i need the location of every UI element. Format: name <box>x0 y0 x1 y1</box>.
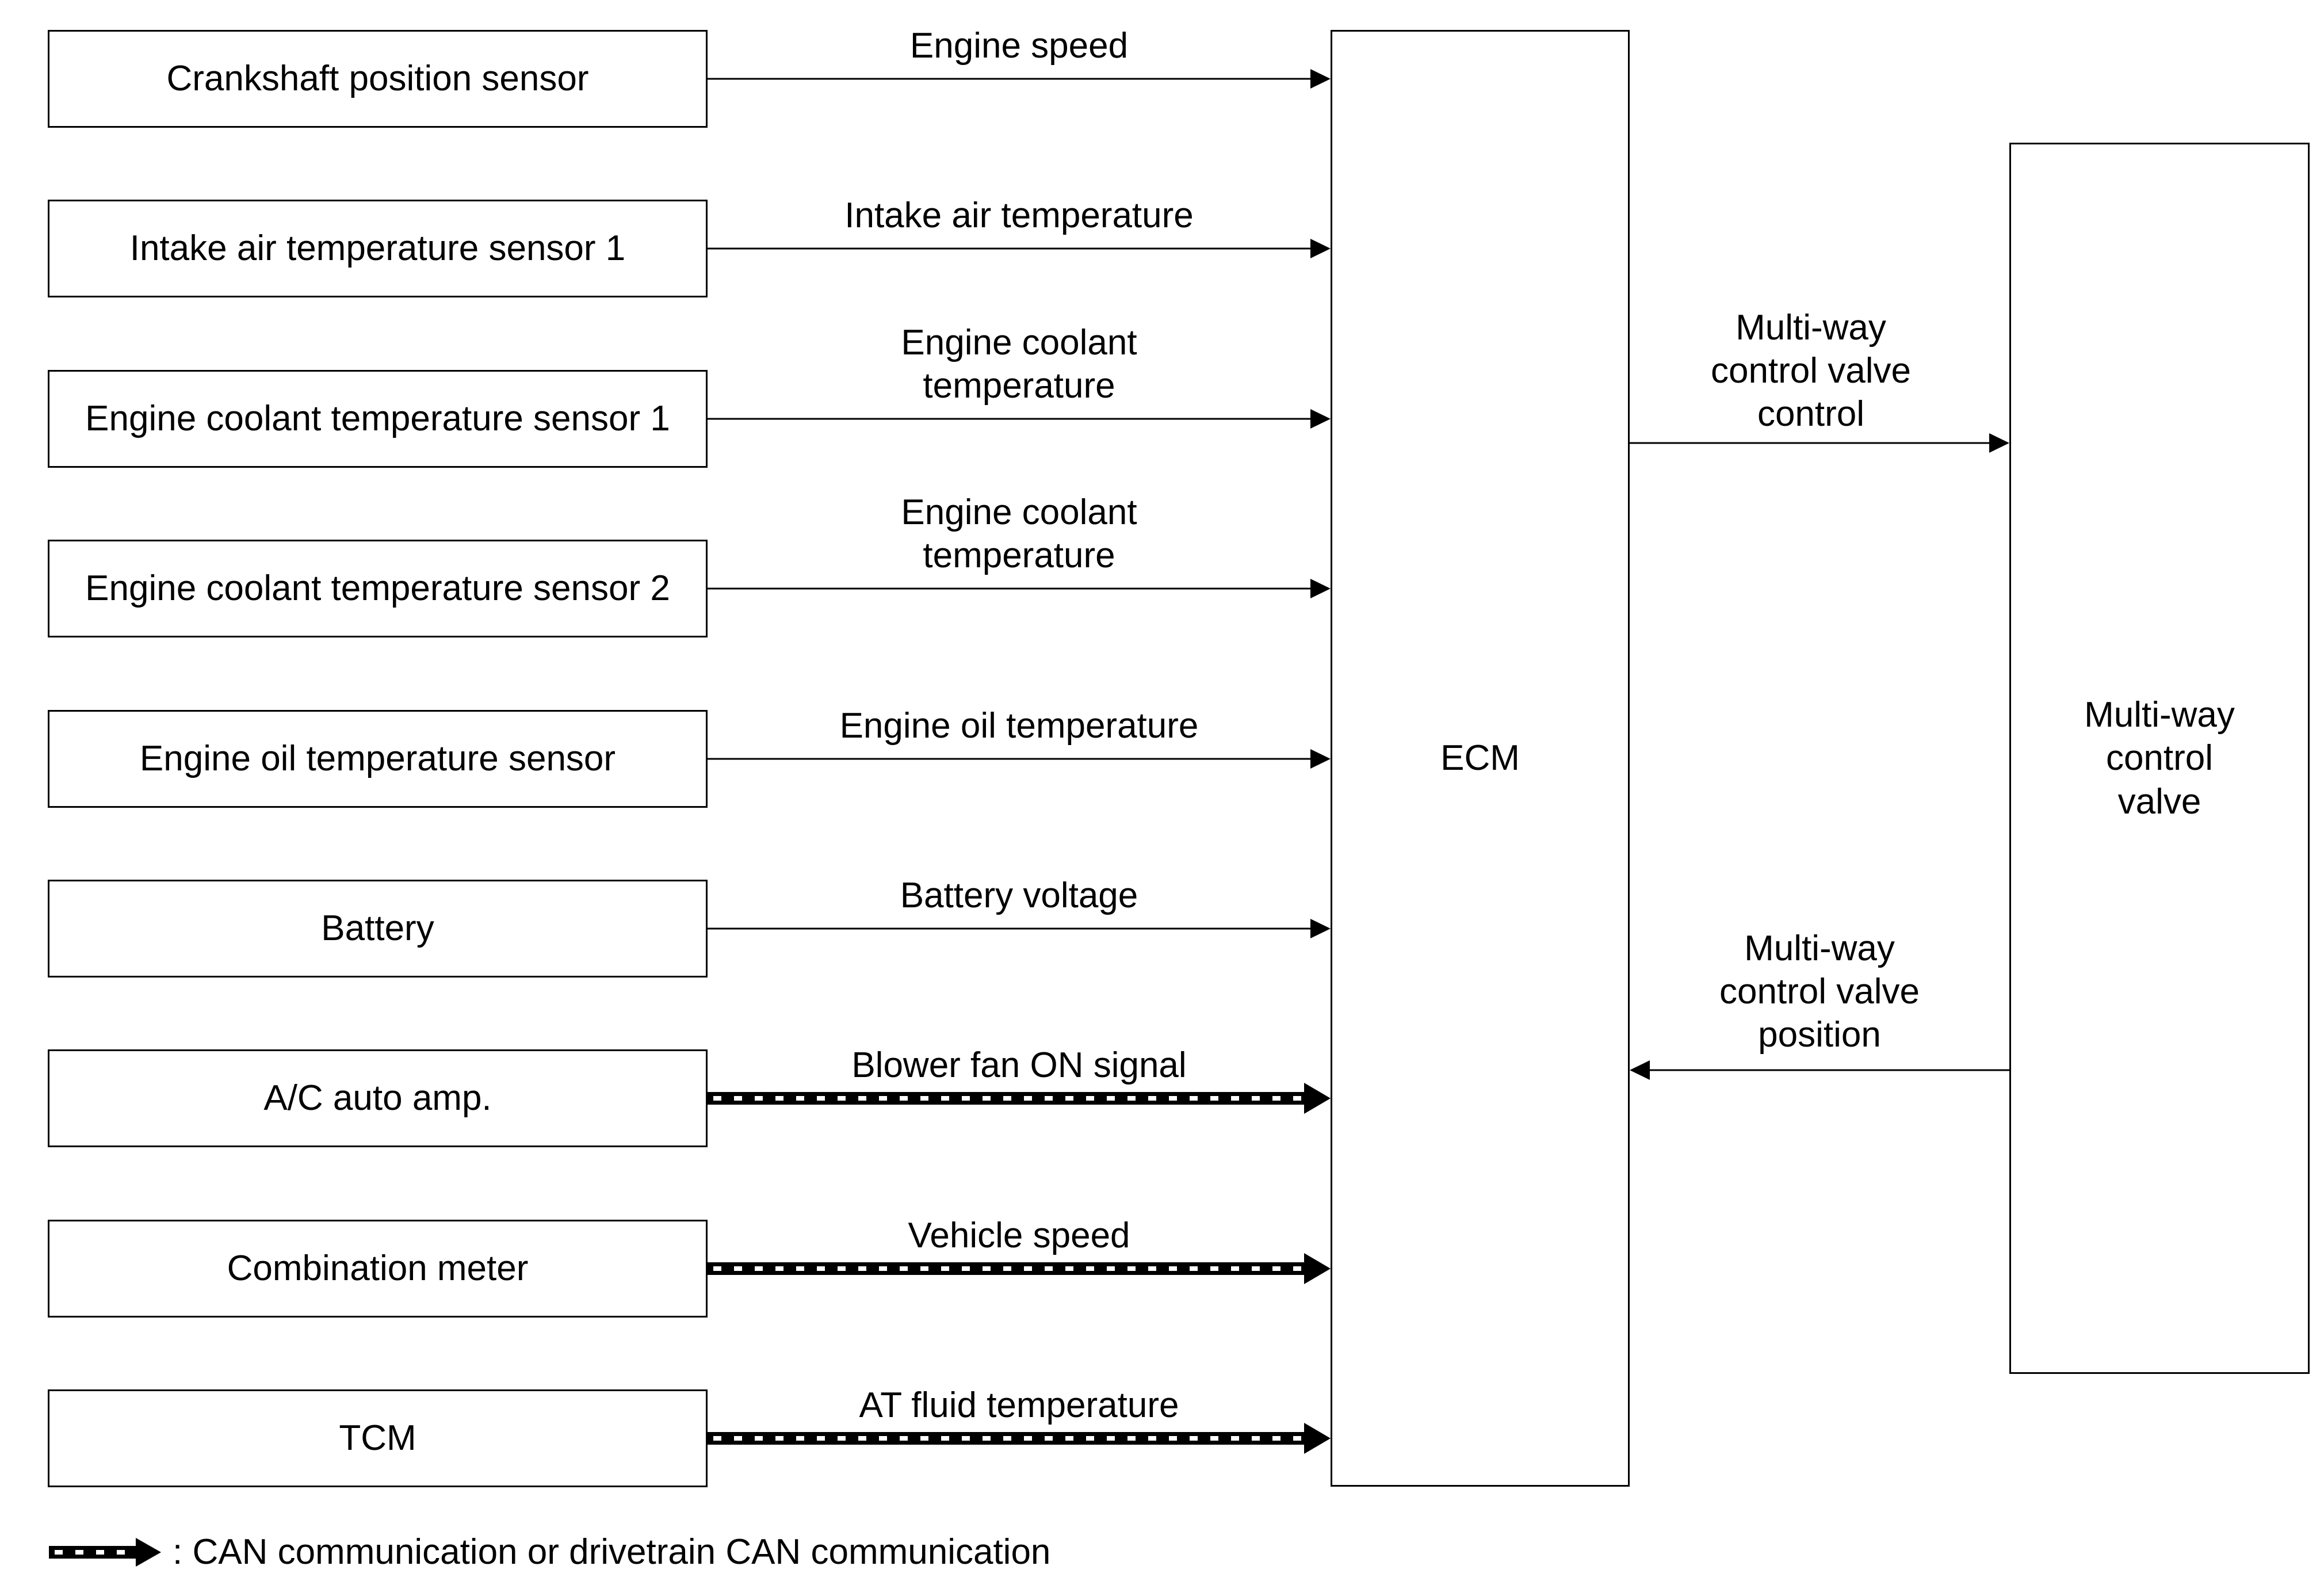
input-device-label: A/C auto amp. <box>263 1078 492 1118</box>
input-device-box: Engine coolant temperature sensor 1 <box>48 370 708 468</box>
ecm-label: ECM <box>1440 738 1520 778</box>
legend-text: : CAN communication or drivetrain CAN co… <box>173 1532 1051 1572</box>
can-signal-arrow <box>708 1423 1331 1454</box>
feedback-arrowhead <box>1630 1060 1650 1080</box>
input-device-label: Engine coolant temperature sensor 2 <box>85 568 670 609</box>
input-device-box: Engine coolant temperature sensor 2 <box>48 540 708 637</box>
output-signal-label: Multi-way control valve control <box>1710 308 1912 434</box>
signal-label: Blower fan ON signal <box>851 1045 1187 1085</box>
signal-arrow <box>708 579 1331 598</box>
can-signal-arrow <box>708 1253 1331 1284</box>
input-device-label: Engine oil temperature sensor <box>139 739 616 779</box>
ecm-box: ECM <box>1331 30 1630 1487</box>
input-device-box: Battery <box>48 880 708 977</box>
input-device-box: A/C auto amp. <box>48 1049 708 1147</box>
input-device-box: Intake air temperature sensor 1 <box>48 200 708 297</box>
multi-way-control-valve-box: Multi-way control valve <box>2009 143 2310 1374</box>
input-device-box: Engine oil temperature sensor <box>48 710 708 808</box>
can-signal-arrow <box>708 1083 1331 1114</box>
input-device-label: Battery <box>321 908 434 949</box>
signal-arrow <box>708 69 1331 89</box>
signal-label: Engine coolant temperature <box>901 323 1137 406</box>
input-device-label: Engine coolant temperature sensor 1 <box>85 399 670 439</box>
signal-label: Intake air temperature <box>844 196 1194 235</box>
feedback-signal-label: Multi-way control valve position <box>1719 929 1920 1055</box>
signal-label: Vehicle speed <box>908 1216 1130 1255</box>
input-device-label: Crankshaft position sensor <box>166 59 589 99</box>
signal-label: Battery voltage <box>900 876 1138 915</box>
output-arrowhead <box>1989 433 2009 453</box>
input-device-box: Combination meter <box>48 1220 708 1318</box>
signal-arrow <box>708 409 1331 429</box>
input-device-label: TCM <box>339 1418 416 1458</box>
signal-arrow <box>708 239 1331 258</box>
signal-label: Engine coolant temperature <box>901 492 1137 575</box>
legend-can-arrow-icon <box>49 1538 161 1567</box>
input-device-box: TCM <box>48 1389 708 1487</box>
input-device-label: Combination meter <box>227 1248 529 1289</box>
signal-arrow <box>708 919 1331 938</box>
input-device-box: Crankshaft position sensor <box>48 30 708 128</box>
multi-way-control-valve-label: Multi-way control valve <box>2084 694 2235 822</box>
signal-arrow <box>708 749 1331 769</box>
signal-label: Engine speed <box>909 26 1129 66</box>
signal-label: AT fluid temperature <box>859 1385 1179 1425</box>
signal-label: Engine oil temperature <box>839 706 1199 746</box>
input-device-label: Intake air temperature sensor 1 <box>129 228 626 269</box>
